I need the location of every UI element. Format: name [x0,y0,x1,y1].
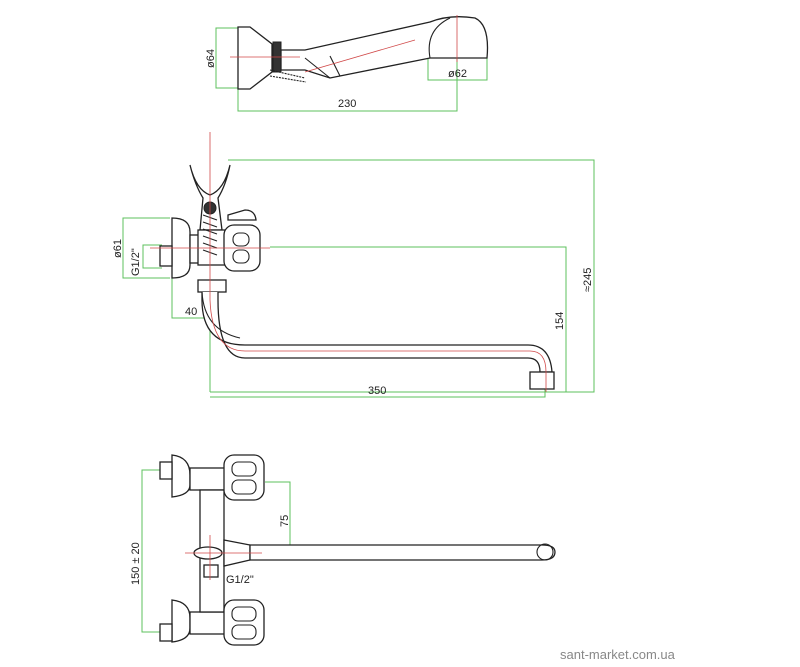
dim-total-height: ≈245 [582,268,594,292]
watermark: sant-market.com.ua [560,647,676,662]
dim-head: ø62 [448,68,467,80]
dim-spout-height: 154 [554,312,566,330]
dim-handle-base: ø64 [205,49,217,68]
front-view: 150 ± 20 75 G1/2" [130,454,556,646]
hand-shower-view: ø64 ø62 230 [205,15,489,112]
dim-offset: 40 [185,306,197,318]
dim-length: 230 [338,98,356,110]
dim-flange: ø61 [112,239,124,258]
dim-spout-offset: 75 [279,515,291,527]
dim-thread: G1/2" [130,248,142,276]
dim-centers: 150 ± 20 [130,542,142,585]
dim-front-thread: G1/2" [226,574,254,586]
side-view: ø61 G1/2" 40 350 154 ≈245 [112,132,595,398]
dim-reach: 350 [368,385,386,397]
